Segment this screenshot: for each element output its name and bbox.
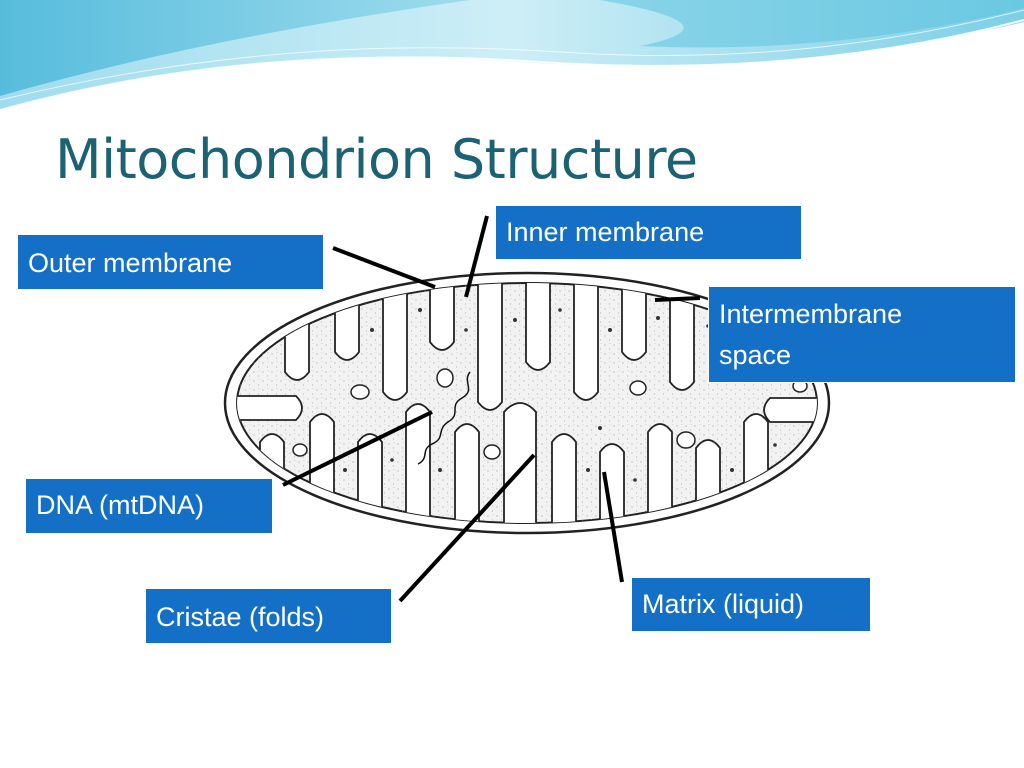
pointer-cristae	[398, 453, 536, 603]
label-cristae-text: Cristae (folds)	[156, 602, 325, 632]
pointer-intermembrane-space	[654, 296, 701, 302]
label-matrix-text: Matrix (liquid)	[642, 589, 805, 619]
dna-strand	[417, 371, 471, 465]
pointer-inner-membrane	[464, 215, 489, 298]
label-inner-membrane: Inner membrane	[495, 205, 802, 260]
label-outer-membrane-text: Outer membrane	[28, 248, 233, 278]
pointer-matrix	[602, 471, 624, 583]
label-dna: DNA (mtDNA)	[25, 478, 273, 534]
label-cristae: Cristae (folds)	[145, 588, 392, 644]
label-intermembrane-space-line1: Intermembrane	[719, 299, 903, 329]
label-matrix: Matrix (liquid)	[631, 577, 871, 632]
label-dna-text: DNA (mtDNA)	[36, 490, 204, 520]
pointer-dna	[282, 410, 433, 487]
label-inner-membrane-text: Inner membrane	[506, 217, 705, 247]
pointer-outer-membrane	[332, 246, 436, 289]
label-intermembrane-space: Intermembrane space	[708, 286, 1016, 383]
slide-title: Mitochondrion Structure	[55, 128, 698, 191]
label-outer-membrane: Outer membrane	[17, 234, 324, 290]
label-intermembrane-space-line2: space	[719, 340, 792, 370]
